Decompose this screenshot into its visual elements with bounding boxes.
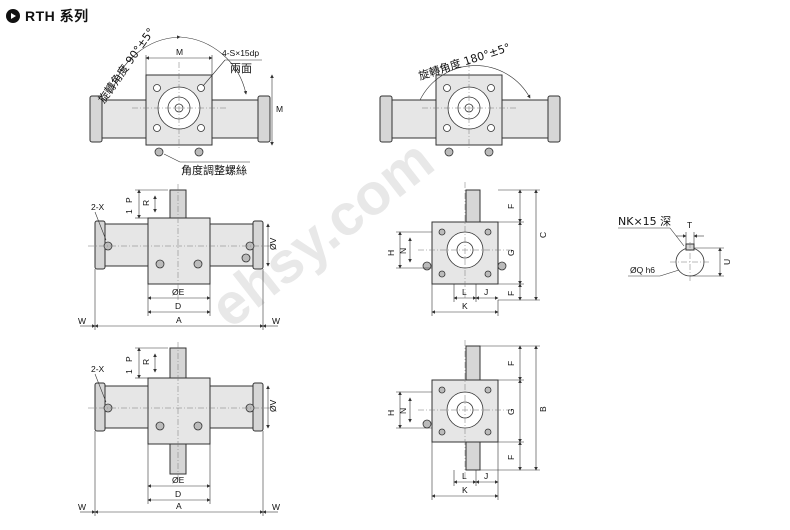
dim-u: U	[722, 259, 732, 265]
front-view-double: 2-X P 1 R ØV ØE D A W W	[78, 342, 280, 516]
dim-h-double: H	[386, 410, 396, 416]
top-left-view: 旋轉角度 90°±5° M M 4-S×15dp 兩面 角度調整螺絲	[89, 25, 283, 177]
keyway-label: NK×15 深	[618, 215, 671, 228]
dim-1-double: 1	[124, 369, 134, 374]
series-title-text: RTH 系列	[25, 8, 89, 24]
dim-g-double: G	[506, 408, 516, 415]
dim-k: K	[462, 301, 468, 311]
dim-d-double: D	[175, 489, 181, 499]
callout-holes: 4-S×15dp	[222, 48, 259, 58]
dim-phi-e: ØE	[172, 287, 185, 297]
dim-w-right: W	[272, 316, 280, 326]
dim-j: J	[484, 287, 488, 297]
dim-f-bottom: F	[506, 291, 516, 296]
dim-j-double: J	[484, 471, 488, 481]
dim-g: G	[506, 249, 516, 256]
dim-w-left: W	[78, 316, 86, 326]
dim-f-bottom-double: F	[506, 455, 516, 460]
dim-phi-q: ØQ h6	[630, 265, 655, 275]
dim-p: P	[124, 197, 134, 203]
series-title: RTH 系列	[6, 6, 89, 26]
dim-t: T	[687, 220, 692, 230]
dim-c: C	[538, 232, 548, 238]
dim-w-right-double: W	[272, 502, 280, 512]
dim-f-top-double: F	[506, 361, 516, 366]
shaft-detail: T NK×15 深 U ØQ h6	[618, 215, 732, 282]
dim-k-double: K	[462, 485, 468, 495]
side-view-single: F G F C H N L J K	[386, 182, 548, 316]
label-2x: 2-X	[91, 202, 105, 212]
dim-a-double: A	[176, 501, 182, 511]
dim-r: R	[141, 200, 151, 206]
dim-l: L	[462, 287, 467, 297]
dim-m-top: M	[176, 47, 183, 57]
dim-p-double: P	[124, 356, 134, 362]
dim-b: B	[538, 406, 548, 412]
dim-f-top: F	[506, 204, 516, 209]
dim-a: A	[176, 315, 182, 325]
callout-adjust-screw: 角度調整螺絲	[181, 163, 247, 177]
dim-n: N	[398, 248, 408, 254]
left-cylinder	[97, 99, 155, 139]
dim-phi-v: ØV	[268, 237, 278, 250]
side-view-double: F G F B H N L J K	[386, 340, 548, 500]
dim-d: D	[175, 301, 181, 311]
dim-n-double: N	[398, 408, 408, 414]
dim-1: 1	[124, 209, 134, 214]
dim-h: H	[386, 250, 396, 256]
dim-phi-e-double: ØE	[172, 475, 185, 485]
callout-both-sides: 兩面	[230, 62, 252, 75]
dim-m-side: M	[276, 104, 283, 114]
dim-phi-v-double: ØV	[268, 399, 278, 412]
dim-l-double: L	[462, 471, 467, 481]
play-bullet-icon	[6, 9, 20, 23]
front-view-single: 2-X P 1 R ØV ØE D A W W	[78, 184, 280, 330]
dim-r-double: R	[141, 359, 151, 365]
label-2x-double: 2-X	[91, 364, 105, 374]
dim-w-left-double: W	[78, 502, 86, 512]
